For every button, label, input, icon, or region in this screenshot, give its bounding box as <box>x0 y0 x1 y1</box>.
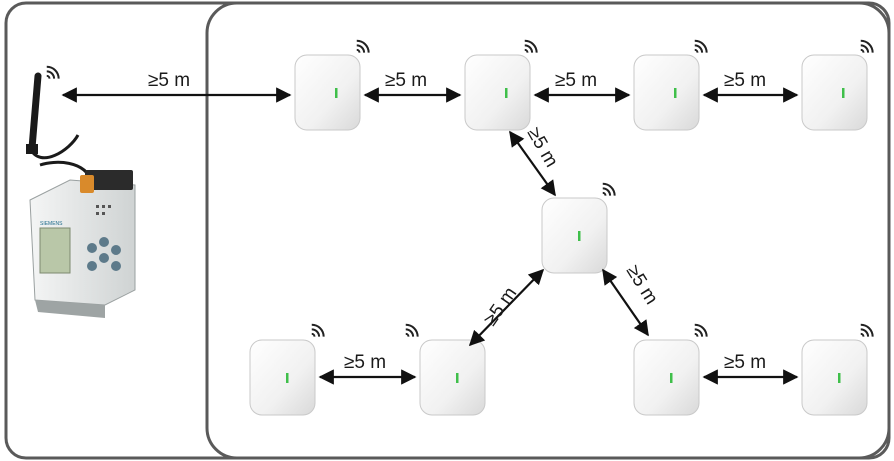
wifi-signal-icon <box>693 323 708 338</box>
wifi-signal-icon <box>355 39 370 54</box>
arrow-icon <box>602 268 649 337</box>
access-point-icon <box>541 197 608 274</box>
wifi-signal-icon <box>404 323 419 338</box>
access-point-icon <box>294 54 361 131</box>
distance-label: ≥5 m <box>480 283 521 330</box>
wifi-signal-icon <box>601 182 616 197</box>
distance-label: ≥5 m <box>148 70 190 91</box>
access-point-icon <box>633 339 700 416</box>
access-point-icon <box>249 339 316 416</box>
distance-label: ≥5 m <box>724 352 766 373</box>
arrow-icon <box>509 130 556 197</box>
wifi-signal-icon <box>859 39 874 54</box>
gateway-device: SIEMENS <box>26 65 136 318</box>
wifi-signal-icon <box>310 323 325 338</box>
access-point-icon <box>633 54 700 131</box>
distance-label: ≥5 m <box>385 70 427 91</box>
access-point-icon <box>419 339 486 416</box>
wifi-signal-icon <box>523 39 538 54</box>
arrow-icon <box>468 268 545 347</box>
distance-label: ≥5 m <box>724 70 766 91</box>
access-point-icon <box>464 54 531 131</box>
wifi-signal-icon <box>45 65 60 80</box>
device-brand-text: SIEMENS <box>40 221 63 227</box>
access-point-icon <box>801 54 868 131</box>
distance-label: ≥5 m <box>555 70 597 91</box>
wifi-signal-icon <box>693 39 708 54</box>
controller-device-icon: SIEMENS <box>29 170 136 318</box>
antenna-icon <box>26 72 94 183</box>
ap-zone-frame <box>205 1 891 460</box>
distance-label: ≥5 m <box>344 352 386 373</box>
distance-label: ≥5 m <box>523 124 562 171</box>
access-point-icon <box>801 339 868 416</box>
wifi-signal-icon <box>859 323 874 338</box>
distance-label: ≥5 m <box>622 262 662 309</box>
